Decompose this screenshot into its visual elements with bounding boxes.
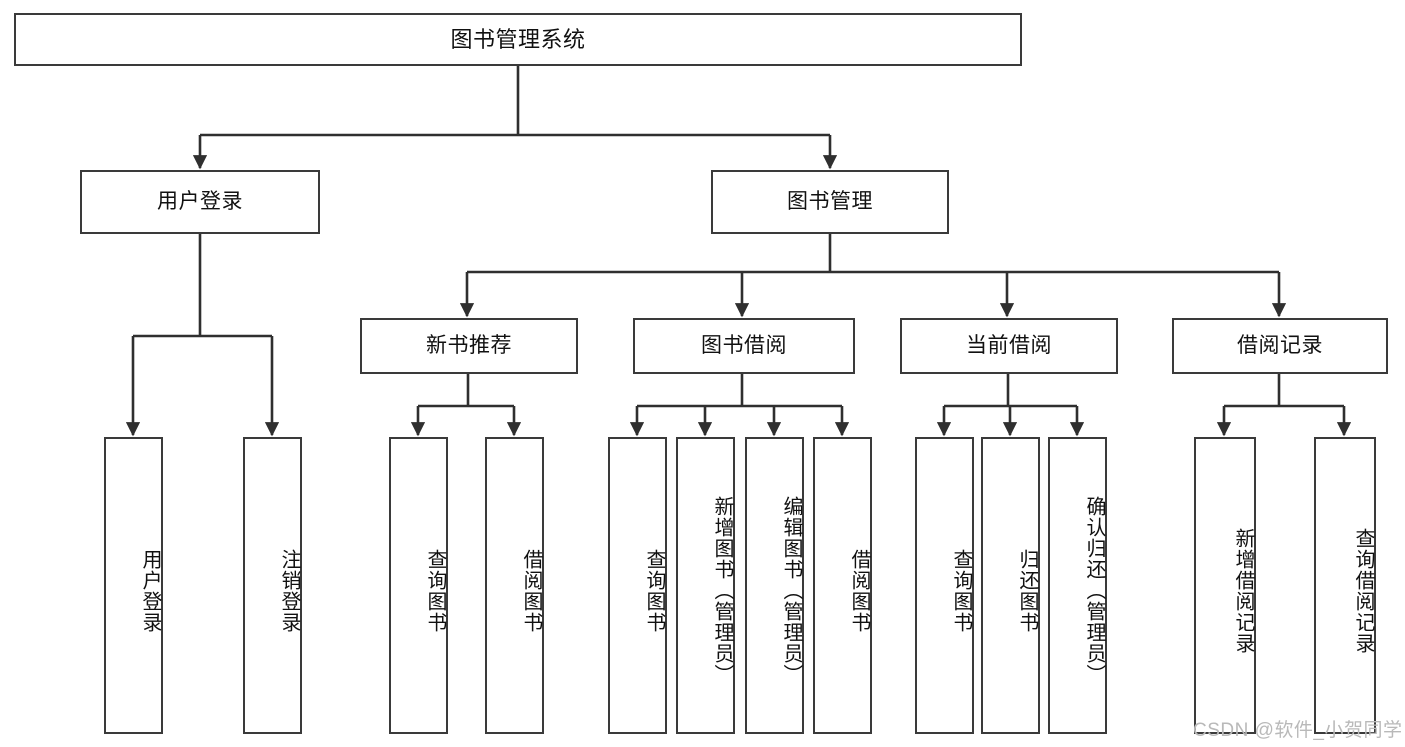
node-borrow-record-label: 借阅记录 — [1237, 333, 1323, 357]
leaf-query-borrow-record[interactable]: 查询借阅记录 — [1314, 437, 1376, 734]
leaf-add-book-admin-label: 新增图书（管理员） — [711, 496, 733, 685]
node-new-book-rec[interactable]: 新书推荐 — [360, 318, 578, 374]
node-current-borrow[interactable]: 当前借阅 — [900, 318, 1118, 374]
leaf-add-borrow-record[interactable]: 新增借阅记录 — [1194, 437, 1256, 734]
node-user-login[interactable]: 用户登录 — [80, 170, 320, 234]
node-root[interactable]: 图书管理系统 — [14, 13, 1022, 66]
node-borrow-record[interactable]: 借阅记录 — [1172, 318, 1388, 374]
node-book-borrow-label: 图书借阅 — [701, 333, 787, 357]
leaf-newbook-borrow-book-label: 借阅图书 — [520, 548, 542, 633]
leaf-query-borrow-record-label: 查询借阅记录 — [1352, 527, 1374, 654]
leaf-user-login[interactable]: 用户登录 — [104, 437, 163, 734]
leaf-borrow-book-label: 借阅图书 — [848, 548, 870, 633]
node-user-login-label: 用户登录 — [157, 189, 243, 213]
node-new-book-rec-label: 新书推荐 — [426, 333, 512, 357]
leaf-confirm-return-admin[interactable]: 确认归还（管理员） — [1048, 437, 1107, 734]
leaf-user-login-label: 用户登录 — [139, 548, 161, 633]
leaf-newbook-query-book-label: 查询图书 — [424, 548, 446, 633]
node-current-borrow-label: 当前借阅 — [966, 333, 1052, 357]
leaf-add-borrow-record-label: 新增借阅记录 — [1232, 527, 1254, 654]
leaf-return-book-label: 归还图书 — [1016, 548, 1038, 633]
leaf-logout[interactable]: 注销登录 — [243, 437, 302, 734]
leaf-return-book[interactable]: 归还图书 — [981, 437, 1040, 734]
leaf-confirm-return-admin-label: 确认归还（管理员） — [1083, 496, 1105, 685]
leaf-borrow-book[interactable]: 借阅图书 — [813, 437, 872, 734]
node-root-label: 图书管理系统 — [450, 26, 586, 52]
leaf-edit-book-admin[interactable]: 编辑图书（管理员） — [745, 437, 804, 734]
node-book-manage-label: 图书管理 — [787, 189, 873, 213]
leaf-newbook-borrow-book[interactable]: 借阅图书 — [485, 437, 544, 734]
leaf-current-query-book-label: 查询图书 — [950, 548, 972, 633]
leaf-newbook-query-book[interactable]: 查询图书 — [389, 437, 448, 734]
node-book-borrow[interactable]: 图书借阅 — [633, 318, 855, 374]
leaf-logout-label: 注销登录 — [278, 548, 300, 633]
node-book-manage[interactable]: 图书管理 — [711, 170, 949, 234]
watermark: CSDN @软件_小贺同学 — [1193, 720, 1403, 741]
leaf-borrow-query-book[interactable]: 查询图书 — [608, 437, 667, 734]
leaf-add-book-admin[interactable]: 新增图书（管理员） — [676, 437, 735, 734]
leaf-borrow-query-book-label: 查询图书 — [643, 548, 665, 633]
leaf-current-query-book[interactable]: 查询图书 — [915, 437, 974, 734]
leaf-edit-book-admin-label: 编辑图书（管理员） — [780, 496, 802, 685]
